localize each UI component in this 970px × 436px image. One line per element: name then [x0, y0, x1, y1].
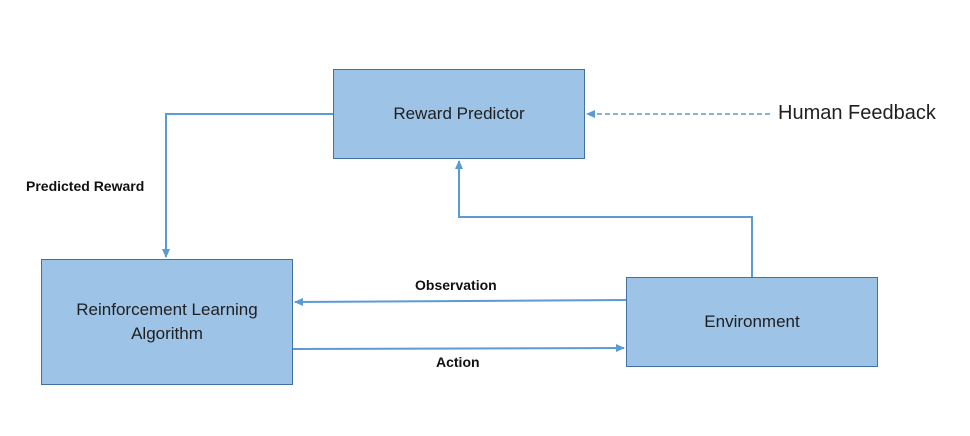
observation-label: Observation [415, 277, 497, 293]
reward-predictor-box: Reward Predictor [333, 69, 585, 159]
predicted-reward-label: Predicted Reward [26, 178, 145, 194]
human-feedback-label: Human Feedback [778, 102, 936, 124]
environment-box: Environment [626, 277, 878, 367]
action-label: Action [436, 354, 480, 370]
connector-observation [294, 297, 627, 306]
rl-algorithm-label: Reinforcement Learning Algorithm [76, 300, 258, 343]
rl-algorithm-box: Reinforcement Learning Algorithm [41, 259, 293, 385]
reward-predictor-label: Reward Predictor [393, 104, 525, 123]
environment-label: Environment [704, 312, 800, 331]
connector-action [292, 344, 625, 353]
connector-environment-to-predictor [455, 160, 753, 277]
connector-predicted-reward [162, 113, 333, 258]
